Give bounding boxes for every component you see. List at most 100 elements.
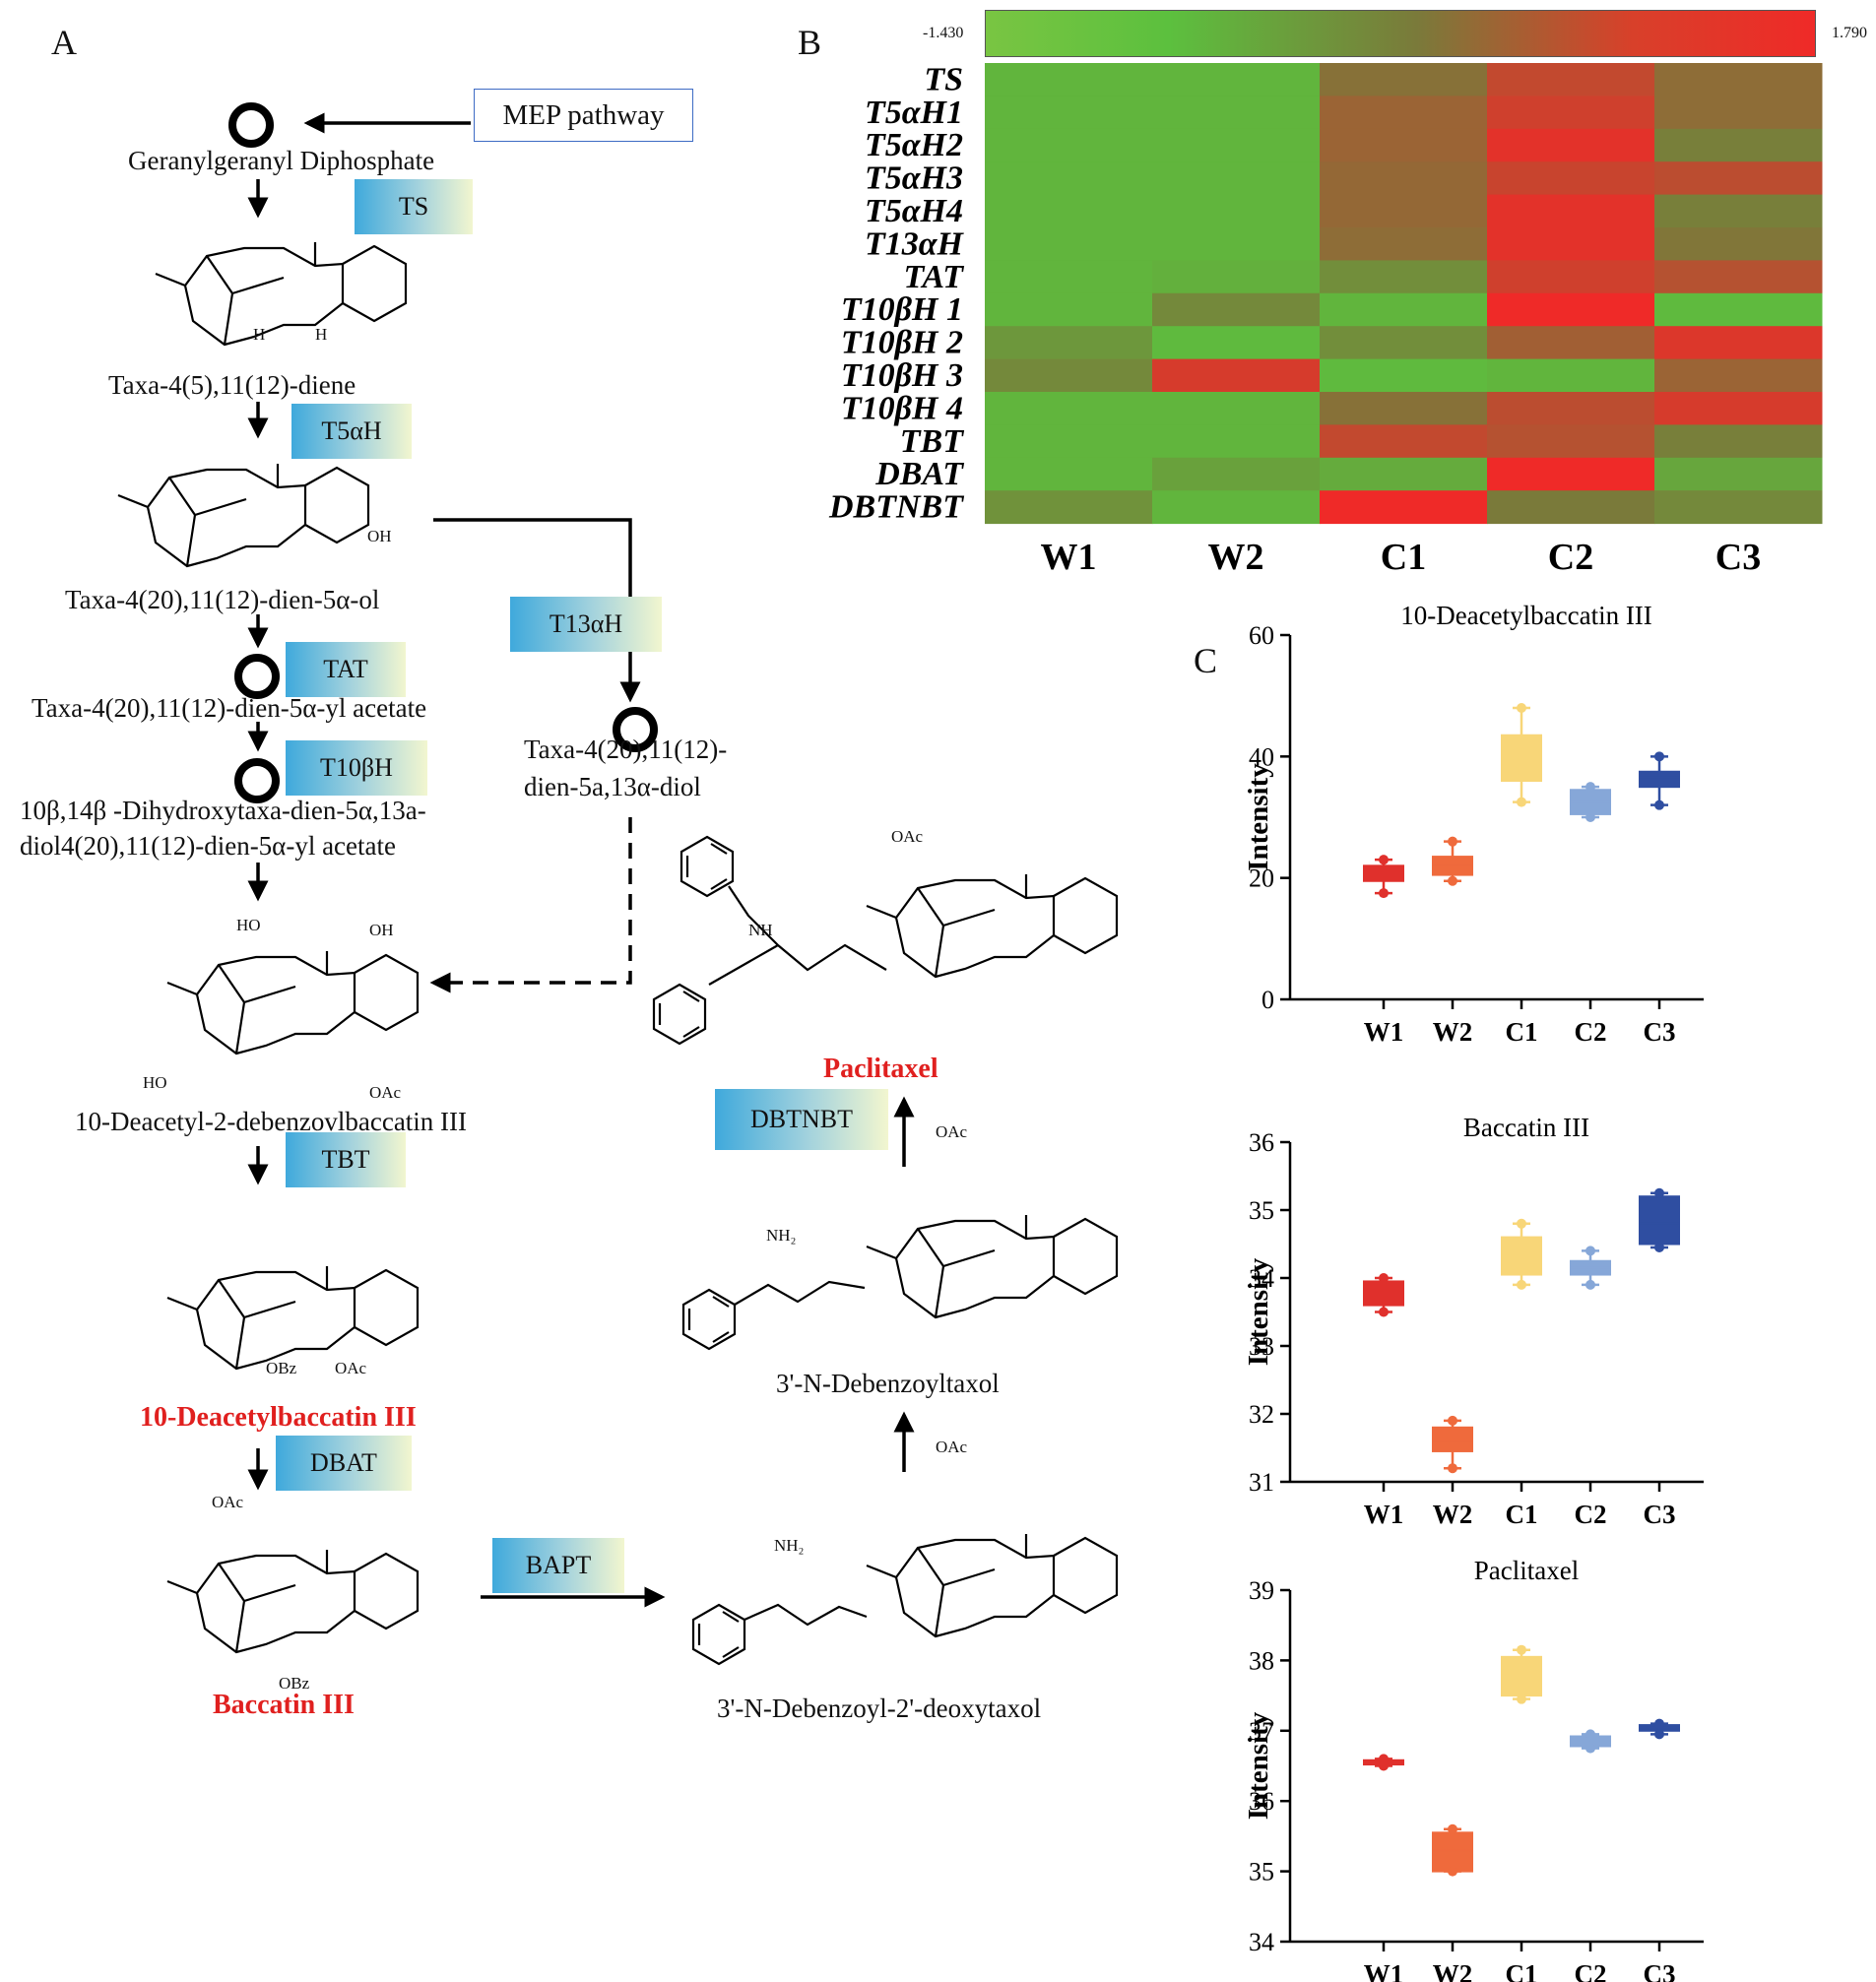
heatmap-cell xyxy=(985,490,1153,525)
heatmap-cell xyxy=(1487,161,1655,196)
box-point xyxy=(1654,799,1664,810)
heatmap-cell xyxy=(1152,63,1321,96)
y-tick-label: 35 xyxy=(1249,1196,1274,1225)
structure-deoxytaxol-sidechain xyxy=(691,1603,868,1666)
x-tick-label: W2 xyxy=(1433,1017,1473,1047)
box-point xyxy=(1517,797,1526,807)
heatmap-cell xyxy=(985,260,1153,294)
y-tick-label: 33 xyxy=(1249,1332,1274,1361)
box-body xyxy=(1639,1195,1680,1246)
atom-nh2: NH₂ xyxy=(774,1536,805,1555)
heatmap-row-label: T10βH 2 xyxy=(841,325,963,361)
heatmap-cell xyxy=(1320,227,1488,261)
heatmap-cell xyxy=(1320,194,1488,228)
dab-label: 10-Deacetylbaccatin III xyxy=(140,1402,417,1433)
heatmap-color-scale xyxy=(985,10,1816,57)
taxadiene-label: Taxa-4(5),11(12)-diene xyxy=(108,370,356,400)
enzyme-bapt: BAPT xyxy=(492,1538,624,1593)
heatmap-row-label: T5αH3 xyxy=(865,160,963,197)
y-tick-label: 0 xyxy=(1261,986,1274,1014)
heatmap-col-label: W2 xyxy=(1208,537,1264,578)
scale-max-label: 1.790 xyxy=(1832,25,1867,41)
heatmap-cell xyxy=(985,128,1153,162)
heatmap-row-label: DBTNBT xyxy=(828,489,964,526)
y-tick-label: 34 xyxy=(1249,1264,1274,1293)
x-tick-label: C1 xyxy=(1506,1959,1538,1982)
heatmap-cell xyxy=(1654,424,1823,459)
heatmap-cell xyxy=(985,358,1153,393)
heatmap-cell xyxy=(1654,457,1823,491)
heatmap-col-label: C2 xyxy=(1548,537,1593,578)
y-tick-label: 32 xyxy=(1249,1400,1274,1429)
heatmap-cell xyxy=(985,96,1153,130)
y-tick-label: 35 xyxy=(1249,1858,1274,1886)
heatmap-cell xyxy=(1320,392,1488,425)
box-point xyxy=(1448,1415,1457,1426)
box-plot-1: 10-Deacetylbaccatin III0204060IntensityW… xyxy=(1243,601,1704,1047)
atom-oac: OAc xyxy=(212,1493,244,1511)
heatmap-row-label: T10βH 4 xyxy=(841,390,963,426)
heatmap-cell xyxy=(1487,457,1655,491)
diol-label-line1: Taxa-4(20),11(12)- xyxy=(524,735,728,764)
heatmap-cell xyxy=(1152,490,1321,525)
heatmap-cell xyxy=(1320,292,1488,327)
heatmap-row-label: TAT xyxy=(904,259,965,295)
heatmap-cell xyxy=(1152,424,1321,459)
panel-a-label: A xyxy=(51,23,77,62)
y-axis-label: Intensity xyxy=(1243,1711,1274,1820)
y-tick-label: 60 xyxy=(1249,621,1274,650)
x-tick-label: C2 xyxy=(1575,1500,1607,1529)
dihydroxy-label-line1: 10β,14β -Dihydroxytaxa-dien-5α,13a- xyxy=(20,796,426,825)
box-body xyxy=(1501,734,1542,782)
x-tick-label: C3 xyxy=(1644,1500,1676,1529)
heatmap-cell xyxy=(1487,194,1655,228)
heatmap-cell xyxy=(1487,358,1655,393)
box-point xyxy=(1379,855,1389,865)
atom-oac: OAc xyxy=(369,1083,402,1102)
heatmap-cell xyxy=(1320,128,1488,162)
enzyme-t13ah: T13αH xyxy=(510,597,662,652)
heatmap-cell xyxy=(1320,457,1488,491)
x-tick-label: C3 xyxy=(1644,1959,1676,1982)
box-body xyxy=(1432,1426,1473,1452)
heatmap-row-label: T5αH1 xyxy=(865,95,963,131)
box-point xyxy=(1379,1754,1389,1764)
box-point xyxy=(1517,1694,1526,1704)
heatmap-cell xyxy=(1654,490,1823,525)
heatmap-cell xyxy=(1320,326,1488,360)
box-point xyxy=(1517,1279,1526,1290)
box-point xyxy=(1517,1218,1526,1229)
heatmap-cell xyxy=(1152,128,1321,162)
box-point xyxy=(1585,1246,1595,1256)
heatmap-cell xyxy=(1152,292,1321,327)
heatmap-cell xyxy=(1320,63,1488,96)
y-axis-label: Intensity xyxy=(1243,1257,1274,1366)
y-tick-label: 36 xyxy=(1249,1787,1274,1816)
heatmap-cell xyxy=(1320,358,1488,393)
heatmap-cell xyxy=(1654,128,1823,162)
atom-h: H xyxy=(253,325,266,344)
enzyme-ts: TS xyxy=(355,179,473,234)
heatmap-cell xyxy=(1487,96,1655,130)
heatmap-col-label: C3 xyxy=(1715,537,1761,578)
box-point xyxy=(1585,782,1595,793)
heatmap-cell xyxy=(1152,457,1321,491)
debenzoyltaxol-label: 3'-N-Debenzoyltaxol xyxy=(776,1369,1000,1398)
atom-obz: OBz xyxy=(279,1674,310,1693)
taxadienyl-acetate-label: Taxa-4(20),11(12)-dien-5α-yl acetate xyxy=(32,693,427,723)
dihydroxy-node-icon xyxy=(234,758,280,803)
atom-oac: OAc xyxy=(936,1438,968,1456)
heatmap-cell xyxy=(1654,292,1823,327)
x-tick-label: C3 xyxy=(1644,1017,1676,1047)
heatmap-cell xyxy=(1654,392,1823,425)
heatmap-row-label: T13αH xyxy=(865,225,965,262)
box-point xyxy=(1585,1729,1595,1740)
enzyme-t5ah: T5αH xyxy=(291,404,412,459)
box-point xyxy=(1379,1760,1389,1771)
atom-ho: HO xyxy=(143,1073,167,1092)
y-tick-label: 20 xyxy=(1249,864,1274,893)
heatmap-cell xyxy=(985,292,1153,327)
